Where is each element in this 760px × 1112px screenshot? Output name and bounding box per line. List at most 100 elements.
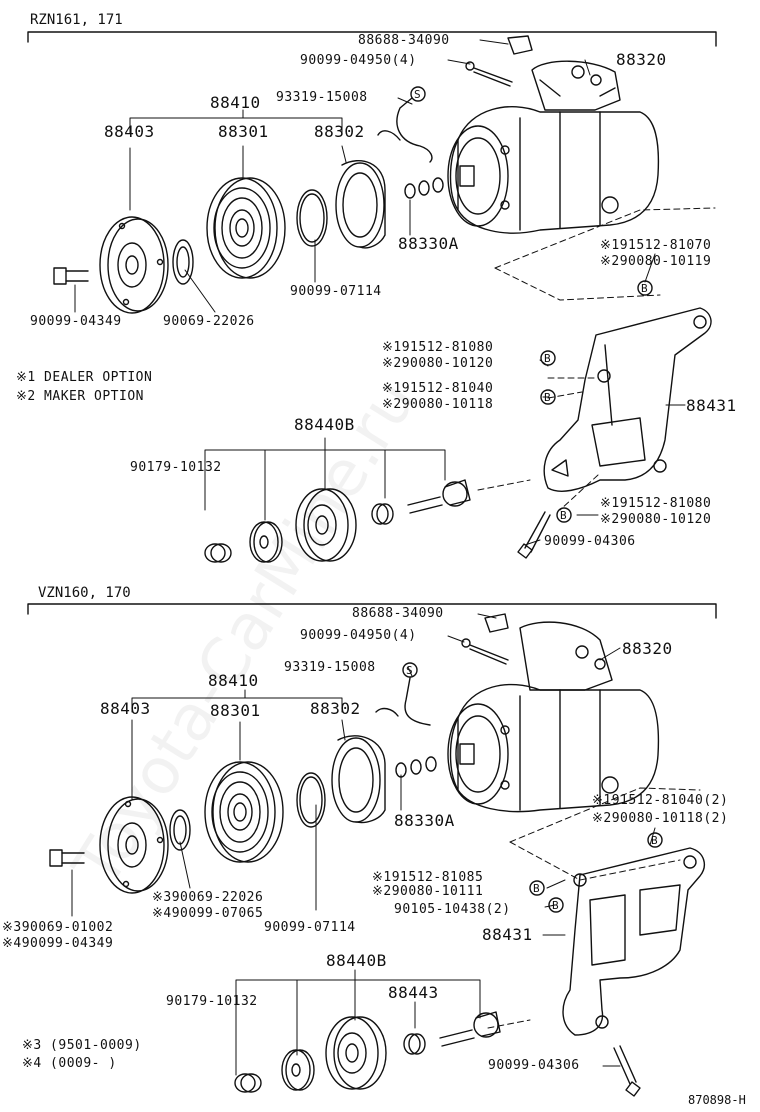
bottom-shims-88330A <box>395 756 437 778</box>
bottom-bracket-88431 <box>562 847 706 1036</box>
part-90179-10132[interactable]: 90179-10132 <box>130 460 222 475</box>
top-sensor-wire-icon <box>377 86 433 163</box>
bottom-snap-ring <box>296 772 326 828</box>
part-88688-34090[interactable]: 88688-34090 <box>358 33 450 48</box>
top-pressure-plate-88403 <box>99 216 169 314</box>
bottom-pressure-plate-88403 <box>99 796 169 894</box>
top-compressor-88320 <box>447 60 660 234</box>
part-90080-10118-2[interactable]: 90080-10118(2) <box>611 811 729 826</box>
part-91512-81080-b[interactable]: 91512-81080 <box>619 496 712 511</box>
top-bracket-88431 <box>543 307 712 492</box>
bottom-idler-parts <box>234 1011 501 1093</box>
part-88320[interactable]: 88320 <box>616 50 667 69</box>
top-bolt-icon <box>465 61 513 87</box>
bottom-washer <box>169 809 191 851</box>
part-88410-b[interactable]: 88410 <box>208 671 259 690</box>
part-90099-04349-b[interactable]: 90099-04349 <box>21 936 114 951</box>
part-88403-b[interactable]: 88403 <box>100 699 151 718</box>
part-88431[interactable]: 88431 <box>686 396 737 415</box>
part-88301[interactable]: 88301 <box>218 122 269 141</box>
part-88443[interactable]: 88443 <box>388 983 439 1002</box>
part-88688-34090-b[interactable]: 88688-34090 <box>352 606 444 621</box>
part-90099-04306[interactable]: 90099-04306 <box>544 534 636 549</box>
part-88330A-b[interactable]: 88330A <box>394 811 455 830</box>
bottom-b-mark-1: B <box>651 834 658 847</box>
bottom-note-mark-1a: ※191512-81040(2) <box>592 793 729 808</box>
top-stator-88302 <box>335 160 386 249</box>
note-period-4: ※4 (0009- ) <box>22 1056 117 1071</box>
top-b-mark-1: B <box>641 282 648 295</box>
part-90179-10132-b[interactable]: 90179-10132 <box>166 994 258 1009</box>
part-88320-b[interactable]: 88320 <box>622 639 673 658</box>
top-idler-parts <box>204 479 471 563</box>
top-note-mark-1a: ※191512-81070 <box>600 238 712 253</box>
top-cover-plate-icon <box>507 35 533 55</box>
part-91512-81070[interactable]: 91512-81070 <box>619 238 712 253</box>
part-90069-01002[interactable]: 90069-01002 <box>21 920 114 935</box>
top-b-markers <box>540 280 653 523</box>
part-91512-81085[interactable]: 91512-81085 <box>391 870 484 885</box>
part-91512-81040[interactable]: 91512-81040 <box>401 381 494 396</box>
top-dashed-lines <box>477 207 716 511</box>
top-b-mark-3: B <box>544 391 551 404</box>
part-88302-b[interactable]: 88302 <box>310 699 361 718</box>
bottom-leader-lines <box>71 613 656 1076</box>
part-90099-04306-b[interactable]: 90099-04306 <box>488 1058 580 1073</box>
note-maker-option: ※2 MAKER OPTION <box>16 389 144 404</box>
bottom-note-mark-2b: ※290080-10111 <box>372 884 484 899</box>
top-snap-ring <box>296 189 328 247</box>
bottom-center-bolt-icon <box>49 849 85 867</box>
top-note-mark-1c: ※191512-81040 <box>382 381 494 396</box>
part-93319-15008[interactable]: 93319-15008 <box>276 90 368 105</box>
part-90080-10118[interactable]: 90080-10118 <box>401 397 494 412</box>
part-88431-b[interactable]: 88431 <box>482 925 533 944</box>
part-88440B[interactable]: 88440B <box>294 415 355 434</box>
bottom-section-frame <box>27 603 717 619</box>
bottom-b-mark-3: B <box>552 899 559 912</box>
top-washer <box>172 239 194 285</box>
part-90080-10120-a[interactable]: 90080-10120 <box>401 356 494 371</box>
part-90099-04950[interactable]: 90099-04950(4) <box>300 53 417 68</box>
part-88330A[interactable]: 88330A <box>398 234 459 253</box>
bottom-s-mark: S <box>406 664 413 677</box>
part-91512-81080-a[interactable]: 91512-81080 <box>401 340 494 355</box>
part-90069-22026[interactable]: 90069-22026 <box>163 314 255 329</box>
bottom-compressor-88320 <box>447 621 660 813</box>
top-note-mark-1b: ※191512-81080 <box>382 340 494 355</box>
part-90099-04349[interactable]: 90099-04349 <box>30 314 122 329</box>
bottom-note-mark-4b: ※490099-04349 <box>2 936 114 951</box>
part-91512-81040-2[interactable]: 91512-81040(2) <box>611 793 729 808</box>
bottom-b-mark-2: B <box>533 882 540 895</box>
bottom-bolt-icon <box>461 638 509 665</box>
part-90099-07114-b[interactable]: 90099-07114 <box>264 920 356 935</box>
part-90099-07114[interactable]: 90099-07114 <box>290 284 382 299</box>
part-88302[interactable]: 88302 <box>314 122 365 141</box>
part-93319-15008-b[interactable]: 93319-15008 <box>284 660 376 675</box>
top-center-bolt-icon <box>53 267 89 285</box>
top-note-mark-2c: ※290080-10118 <box>382 397 494 412</box>
part-90080-10119[interactable]: 90080-10119 <box>619 254 712 269</box>
bottom-note-mark-4a: ※490099-07065 <box>152 906 264 921</box>
part-88440B-b[interactable]: 88440B <box>326 951 387 970</box>
top-bracket-bolt-icon <box>517 511 551 559</box>
bottom-sensor-wire-icon <box>375 662 431 726</box>
top-note-mark-2b: ※290080-10120 <box>382 356 494 371</box>
top-note-mark-2a: ※290080-10119 <box>600 254 712 269</box>
part-90080-10111[interactable]: 90080-10111 <box>391 884 484 899</box>
bottom-stator-88302 <box>331 735 386 824</box>
part-90105-10438[interactable]: 90105-10438(2) <box>394 902 511 917</box>
part-88301-b[interactable]: 88301 <box>210 701 261 720</box>
part-88410[interactable]: 88410 <box>210 93 261 112</box>
part-90080-10120-b[interactable]: 90080-10120 <box>619 512 712 527</box>
part-90069-22026-b[interactable]: 90069-22026 <box>171 890 264 905</box>
bottom-model-label: VZN160, 170 <box>38 585 131 601</box>
bottom-note-mark-2a: ※290080-10118(2) <box>592 811 729 826</box>
bottom-pulley-88301 <box>204 761 284 863</box>
bottom-note-mark-3b: ※390069-01002 <box>2 920 114 935</box>
bottom-note-mark-1b: ※191512-81085 <box>372 870 484 885</box>
top-b-mark-2: B <box>544 352 551 365</box>
part-90099-07065[interactable]: 90099-07065 <box>171 906 264 921</box>
part-88403[interactable]: 88403 <box>104 122 155 141</box>
part-90099-04950-b[interactable]: 90099-04950(4) <box>300 628 417 643</box>
